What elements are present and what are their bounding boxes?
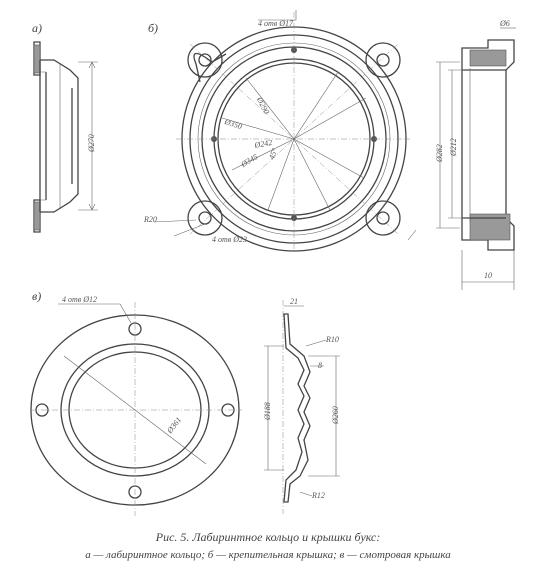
dim-v-holes: 4 отв Ø12	[62, 295, 98, 304]
dim-v-d-right: Ø260	[331, 406, 340, 424]
panel-label-b: б)	[148, 21, 159, 35]
dim-b-r: R20	[144, 215, 157, 224]
panel-v-cover-front	[30, 302, 242, 516]
dim-b-holes-bottom: 4 отв Ø23	[212, 235, 248, 244]
panel-a-ring-section	[33, 41, 98, 233]
dim-b-side-top: Ø6	[500, 19, 510, 28]
dim-v-r10: R10	[326, 335, 339, 344]
dim-a-diameter: Ø270	[87, 134, 96, 152]
panel-b-cover-side	[436, 27, 516, 290]
dim-b-holes: 4 отв Ø17	[258, 19, 294, 28]
dim-v-small: 8	[318, 361, 322, 370]
panel-label-a: а)	[32, 21, 42, 35]
figure-caption-title: Рис. 5. Лабиринтное кольцо и крышки букс…	[155, 530, 381, 544]
panel-label-v: в)	[32, 289, 42, 303]
dim-b-side-d1: Ø282	[435, 144, 444, 162]
dim-v-r12: R12	[312, 491, 325, 500]
dim-b-side-width: 10	[484, 271, 492, 280]
panel-b-cover-front	[153, 10, 417, 252]
figure-caption-legend: а — лабиринтное кольцо; б — крепительная…	[85, 549, 451, 561]
panel-v-cover-side	[264, 300, 340, 514]
dim-v-width-top: 21	[290, 297, 298, 306]
dim-v-d-left: Ø188	[263, 402, 272, 420]
dim-b-side-d2: Ø212	[449, 138, 458, 156]
